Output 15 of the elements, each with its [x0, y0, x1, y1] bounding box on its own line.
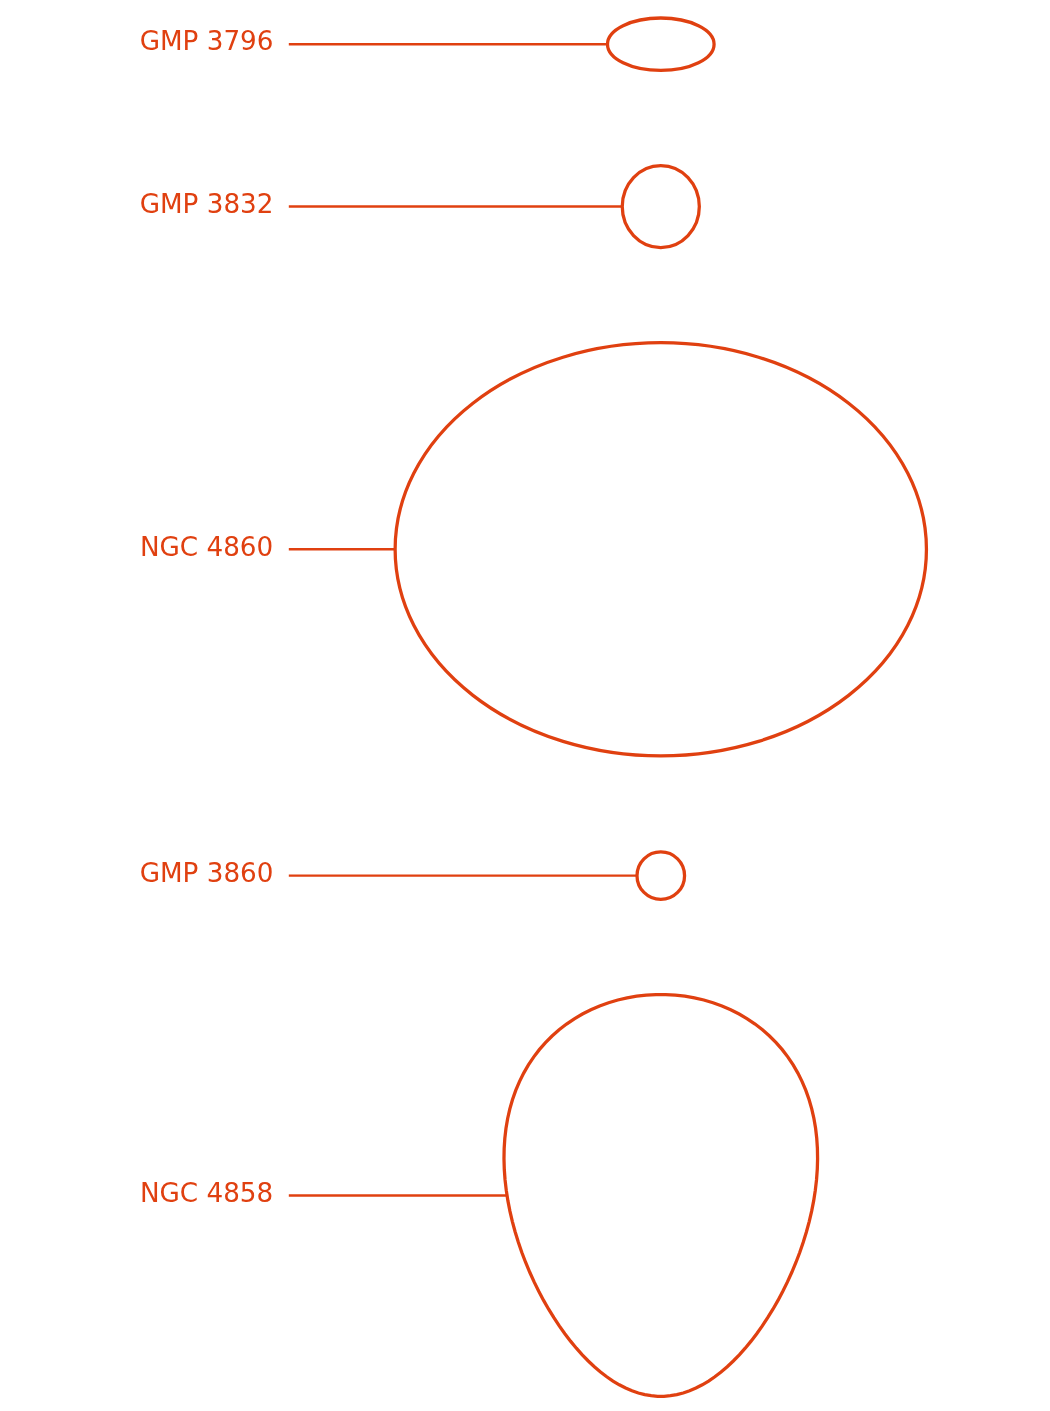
connector	[288, 205, 622, 208]
node-text: NGC 4858	[139, 1177, 273, 1208]
connector	[288, 874, 637, 877]
connector	[288, 1194, 507, 1197]
node-ellipse	[393, 341, 928, 758]
node-egg	[501, 992, 819, 1398]
node-ellipse	[605, 16, 716, 73]
node-text: GMP 3860	[139, 857, 273, 888]
connector	[288, 43, 607, 46]
node-ellipse	[620, 163, 701, 250]
connector	[288, 548, 395, 551]
node-text: NGC 4860	[139, 531, 273, 562]
node-circle	[634, 850, 686, 902]
node-text: GMP 3796	[139, 26, 273, 57]
node-text: GMP 3832	[139, 188, 273, 219]
